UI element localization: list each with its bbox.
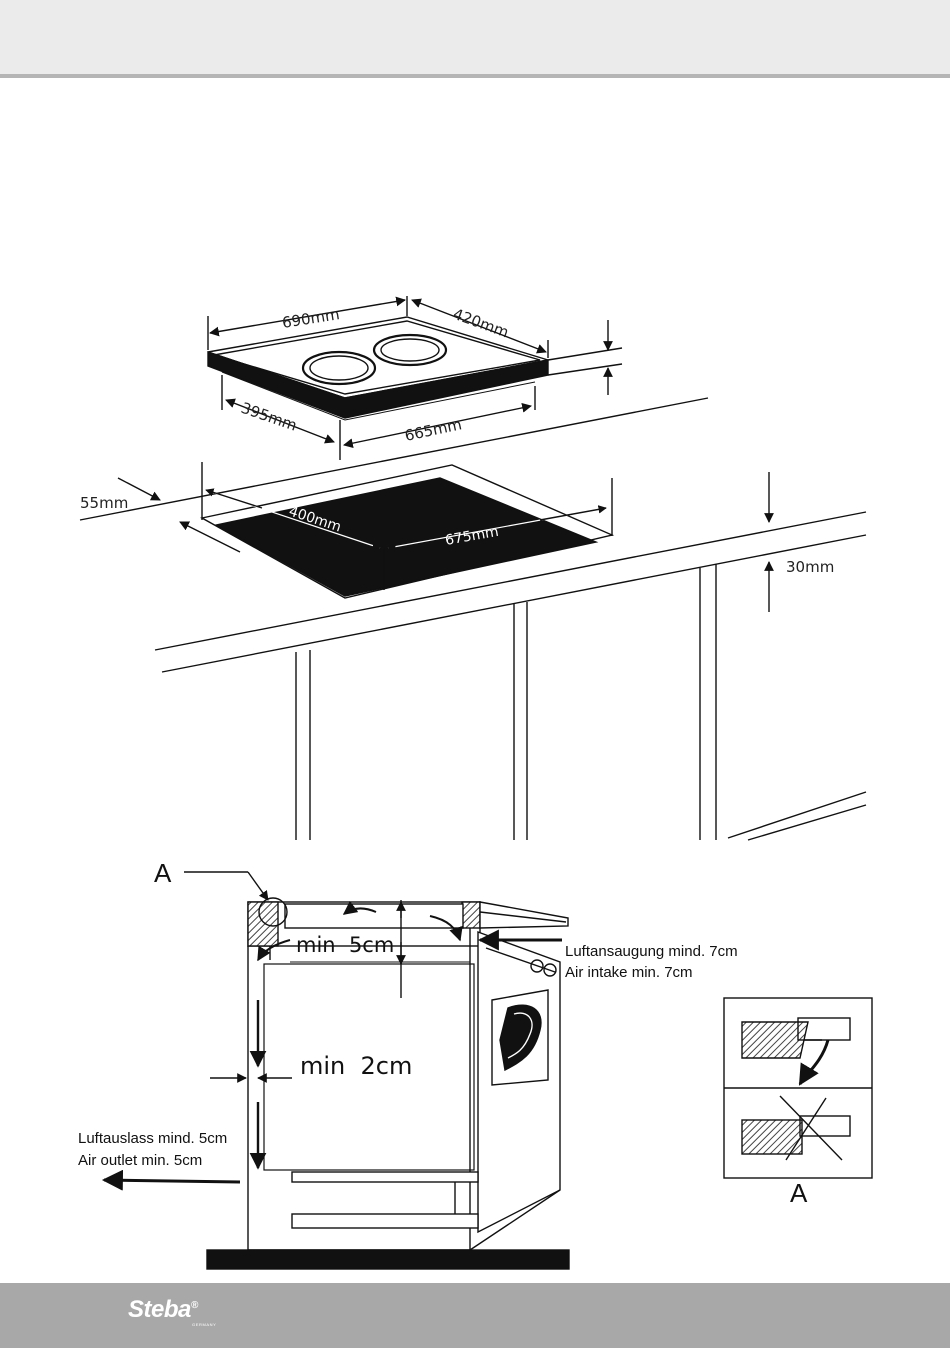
dim-30mm: 30mm — [786, 558, 834, 576]
brand-subtitle: GERMANY — [192, 1322, 216, 1327]
dim-690mm: 690mm — [281, 305, 341, 332]
label-a-left: A — [154, 858, 172, 888]
clearance-top-label: min 5cm — [296, 933, 394, 957]
installation-diagram: 690mm 420mm 395mm 665mm 55mm 400mm 675mm… — [0, 0, 950, 1280]
dim-55mm: 55mm — [80, 494, 128, 512]
label-a-right: A — [790, 1178, 808, 1208]
brand-logo: Steba® — [128, 1296, 198, 1324]
dim-395mm: 395mm — [239, 399, 300, 435]
air-outlet-de: Luftauslass mind. 5cm — [78, 1130, 227, 1147]
air-outlet-en: Air outlet min. 5cm — [78, 1152, 202, 1169]
clearance-side-label: min 2cm — [300, 1052, 412, 1080]
dim-665mm: 665mm — [403, 415, 463, 445]
worktop-drawing — [80, 398, 866, 840]
detail-a-drawing — [724, 998, 872, 1178]
brand-name: Steba — [128, 1296, 191, 1323]
air-intake-en: Air intake min. 7cm — [565, 964, 693, 981]
air-intake-de: Luftansaugung mind. 7cm — [565, 943, 738, 960]
